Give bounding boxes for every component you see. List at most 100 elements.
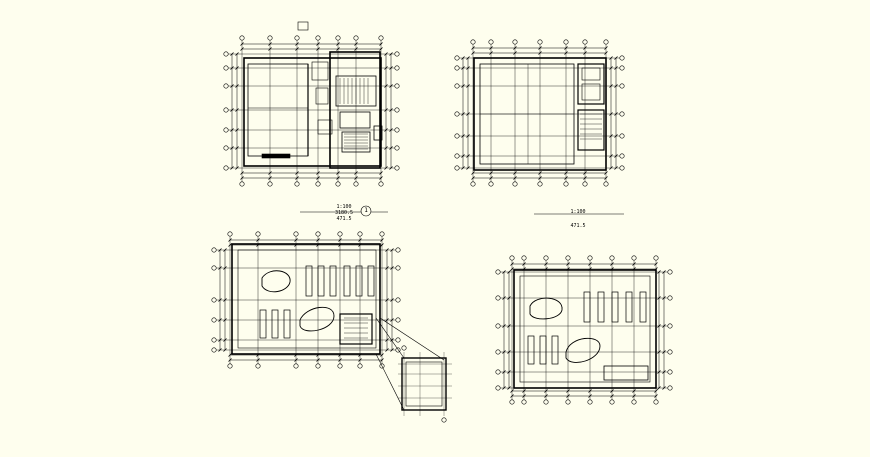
plan4-grid-bubble	[667, 295, 673, 301]
plan3-roof-vent	[271, 309, 279, 339]
plan4-grid-bubble	[565, 399, 571, 405]
plan3-dim-tick	[256, 238, 260, 242]
plan1-section-marker-label: 1	[364, 207, 368, 214]
plan3-grid-bubble	[293, 363, 299, 369]
plan4-grid-bubble	[667, 385, 673, 391]
plan4-dim-tick	[522, 262, 526, 266]
plan3-dim-tick	[228, 353, 232, 357]
plan4-dim-tick	[522, 394, 526, 398]
plan2-dim-tick	[614, 56, 618, 60]
plan3-dim-tick	[380, 238, 384, 242]
plan4-grid-bubble	[543, 399, 549, 405]
plan2-dim-tick	[466, 154, 470, 158]
plan2-dim-tick	[614, 134, 618, 138]
plan4-dim-tick	[657, 370, 661, 374]
plan1-dim-tick	[384, 84, 388, 88]
plan2-grid-bubble	[512, 39, 518, 45]
plan4-dim-tick	[610, 262, 614, 266]
plan2-grid-bubble	[537, 181, 543, 187]
plan4-roof-vent	[583, 291, 591, 323]
plan3-grid-bubble	[211, 337, 217, 343]
plan4-roof-vent	[597, 291, 605, 323]
plan2-dim-tick	[466, 134, 470, 138]
plan4-grid-bubble	[653, 255, 659, 261]
plan2-dim-tick	[471, 171, 475, 175]
plan3-grid-bubble	[337, 363, 343, 369]
plan1-dim-tick	[235, 66, 239, 70]
plan4-grid-bubble	[631, 255, 637, 261]
plan2-dim-tick	[604, 176, 608, 180]
plan1-grid-bubble	[294, 35, 300, 41]
plan2-dim-tick	[466, 84, 470, 88]
plan4-roof-vent	[551, 335, 559, 365]
plan3-dim-tick	[338, 238, 342, 242]
plan2-scale-label: 1:100	[570, 209, 586, 215]
plan1-dim-tick	[389, 128, 393, 132]
plan2-dim-tick	[609, 166, 613, 170]
plan1-dim-tick	[240, 171, 244, 175]
plan3-dim-tick	[316, 358, 320, 362]
plan3-grid-bubble	[211, 265, 217, 271]
plan3-stair-core	[339, 313, 373, 345]
plan2-dim-tick	[614, 84, 618, 88]
plan1-dim-tick	[384, 128, 388, 132]
plan4-dim-tick	[632, 394, 636, 398]
plan4-grid-bubble	[543, 255, 549, 261]
plan2-dim-tick	[513, 46, 517, 50]
plan3-dim-tick	[218, 298, 222, 302]
plan3-dim-tick	[218, 318, 222, 322]
plan2-dim-tick	[583, 176, 587, 180]
plan4-dim-tick	[662, 386, 666, 390]
detail-bubble	[401, 345, 407, 351]
plan1-dim-tick	[389, 166, 393, 170]
plan4-dim-tick	[662, 270, 666, 274]
plan1-dim-tick	[268, 42, 272, 46]
plan1-grid-bubble	[394, 127, 400, 133]
plan4-dim-tick	[657, 350, 661, 354]
plan1-dim-tick	[336, 42, 340, 46]
plan2-grid-bubble	[603, 181, 609, 187]
plan1-dim-tick	[295, 171, 299, 175]
plan4-dim-tick	[654, 389, 658, 393]
plan1-dim-label: 3180.5	[334, 210, 354, 216]
plan2-dim-tick	[609, 112, 613, 116]
plan3-dim-tick	[385, 318, 389, 322]
plan1-dim-tick	[316, 171, 320, 175]
plan4-dim-tick	[654, 394, 658, 398]
plan4-dim-tick	[588, 389, 592, 393]
plan1-dim-tick	[316, 42, 320, 46]
plan1-grid-bubble	[335, 35, 341, 41]
plan2-dim-tick	[461, 56, 465, 60]
plan3-grid-bubble	[211, 347, 217, 353]
plan1-grid-bubble	[223, 65, 229, 71]
plan3-dim-tick	[228, 358, 232, 362]
plan2-toilet	[581, 67, 601, 81]
plan3-roof-vent	[305, 265, 313, 297]
plan1-dim-tick	[295, 42, 299, 46]
plan4-dim-tick	[654, 262, 658, 266]
plan1-dim-tick	[384, 146, 388, 150]
plan3-dim-tick	[223, 298, 227, 302]
plan4-dim-tick	[657, 386, 661, 390]
plan4-dim-tick	[657, 270, 661, 274]
plan2-dim-tick	[489, 46, 493, 50]
plan2-dim-tick	[538, 176, 542, 180]
plan3-parapet	[237, 249, 377, 349]
plan2-grid-bubble	[619, 133, 625, 139]
plan4-grid-bubble	[653, 399, 659, 405]
plan3-dim-tick	[390, 338, 394, 342]
plan2-outer-wall	[473, 57, 607, 171]
plan4-grid-bubble	[609, 399, 615, 405]
plan2-grid-bubble	[470, 39, 476, 45]
plan1-grid-bubble	[394, 107, 400, 113]
plan3-dim-tick	[223, 266, 227, 270]
plan4-stair-core	[603, 365, 649, 381]
plan2-grid-bubble	[488, 39, 494, 45]
plan2-grid-bubble	[582, 39, 588, 45]
plan4-dim-tick	[610, 394, 614, 398]
plan1-grid-bubble	[223, 107, 229, 113]
plan3-dim-tick	[390, 248, 394, 252]
plan1-grid-bubble	[315, 181, 321, 187]
plan3-dim-tick	[223, 248, 227, 252]
